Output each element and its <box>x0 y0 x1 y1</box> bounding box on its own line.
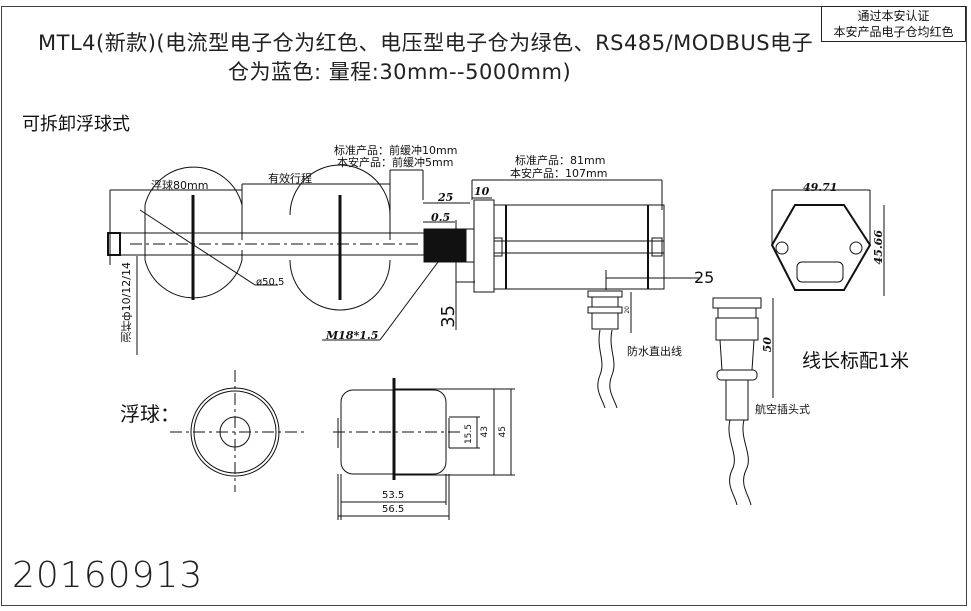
flange <box>473 199 495 293</box>
rod-diameter: 测杆ф10/12/14 <box>120 262 133 343</box>
connector-length: 50 <box>761 337 774 353</box>
label-float: 浮球： <box>120 402 180 426</box>
cert-line-1: 通过本安认证 <box>857 9 930 23</box>
dim-float-width: 浮球80mm <box>151 179 209 192</box>
label-cable-length: 线长标配1米 <box>802 350 910 372</box>
hex-height: 45.66 <box>872 230 885 265</box>
hex-cover <box>770 204 872 291</box>
dim-25: 25 <box>438 191 454 204</box>
dim-buffer-intrinsic: 本安产品：前缓冲5mm <box>337 156 454 169</box>
float-ball-2 <box>289 164 391 311</box>
float-dim-53-5: 53.5 <box>382 490 405 501</box>
thread <box>423 228 467 263</box>
label-waterproof-cable: 防水直出线 <box>627 345 682 358</box>
dim-10: 10 <box>474 185 490 198</box>
label-aviation-plug: 航空插头式 <box>755 403 810 416</box>
float-diameter: ø50.5 <box>256 277 285 288</box>
dim-buffer-standard: 标准产品：前缓冲10mm <box>334 144 458 157</box>
dim-35: 35 <box>438 305 459 328</box>
dim-housing-standard: 标准产品：81mm <box>515 154 606 167</box>
float-dim-15-5: 15.5 <box>464 424 474 445</box>
dim-effective-stroke: 有效行程 <box>268 172 312 185</box>
dim-0-5: 0.5 <box>431 211 451 224</box>
cable-1 <box>597 329 618 409</box>
housing <box>493 204 665 290</box>
dim-25-right: 25 <box>694 268 715 287</box>
thread-spec: M18*1.5 <box>326 329 379 342</box>
certification-box: 通过本安认证 本安产品电子仓均红色 <box>821 6 966 42</box>
gland-dim: 20 <box>624 306 631 314</box>
drawing-date: 20160913 <box>12 555 204 596</box>
float-dim-45: 45 <box>498 426 508 438</box>
title-line-2: 仓为蓝色: 量程:30mm--5000mm) <box>228 60 572 84</box>
dim-housing-intrinsic: 本安产品：107mm <box>510 167 608 180</box>
section-title: 可拆卸浮球式 <box>22 114 130 135</box>
cable-2 <box>728 419 752 506</box>
cert-line-2: 本安产品电子仓均红色 <box>833 25 954 39</box>
aviation-connector <box>712 297 762 309</box>
float-dim-56-5: 56.5 <box>382 504 405 515</box>
float-dim-43: 43 <box>480 426 490 438</box>
title-line-1: MTL4(新款)(电流型电子仓为红色、电压型电子仓为绿色、RS485/MODBU… <box>38 31 814 55</box>
cable-gland <box>587 290 623 298</box>
drawing-frame <box>1 6 967 606</box>
hex-width: 49.71 <box>803 181 838 194</box>
